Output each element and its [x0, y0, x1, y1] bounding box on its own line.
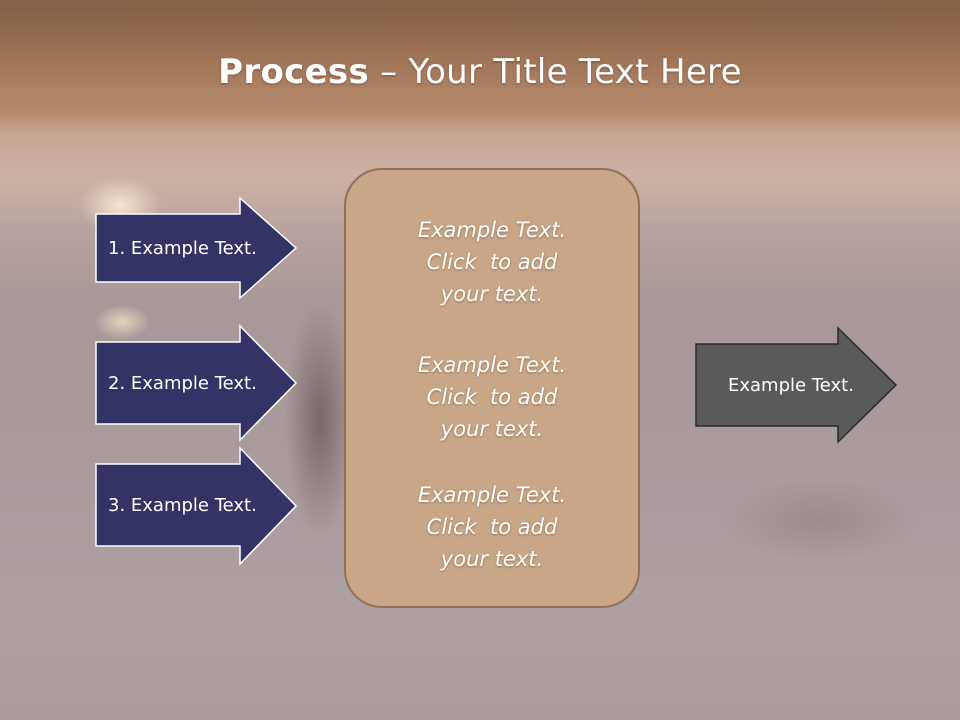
- process-arrow-2-label: 2. Example Text.: [108, 372, 257, 394]
- right-arrow-shape-icon: [695, 326, 898, 444]
- slide-title[interactable]: Process – Your Title Text Here: [0, 52, 960, 92]
- title-bold: Process: [218, 52, 370, 92]
- center-text-box[interactable]: Example Text. Click to add your text. Ex…: [344, 168, 640, 608]
- center-text-block-2[interactable]: Example Text. Click to add your text.: [346, 349, 638, 445]
- process-arrow-2[interactable]: 2. Example Text.: [94, 324, 300, 442]
- title-banner: [0, 0, 960, 128]
- process-arrow-3[interactable]: 3. Example Text.: [94, 446, 300, 566]
- right-arrow-shape-icon: [95, 446, 298, 566]
- right-arrow-shape-icon: [95, 324, 298, 442]
- right-arrow-shape-icon: [95, 196, 298, 300]
- center-text-line: Click to add: [426, 250, 558, 274]
- center-text-line: your text.: [440, 547, 544, 571]
- center-text-line: Click to add: [426, 385, 558, 409]
- output-arrow-label: Example Text.: [728, 374, 854, 396]
- center-text-line: Example Text.: [417, 483, 567, 507]
- process-arrow-3-label: 3. Example Text.: [108, 494, 257, 516]
- center-text-block-1[interactable]: Example Text. Click to add your text.: [346, 214, 638, 310]
- process-arrow-1[interactable]: 1. Example Text.: [94, 196, 300, 300]
- process-arrow-1-label: 1. Example Text.: [108, 237, 257, 259]
- center-text-line: your text.: [440, 282, 544, 306]
- title-rest: – Your Title Text Here: [369, 52, 742, 92]
- center-text-line: Example Text.: [417, 353, 567, 377]
- center-text-line: Example Text.: [417, 218, 567, 242]
- center-text-line: Click to add: [426, 515, 558, 539]
- center-text-line: your text.: [440, 417, 544, 441]
- output-arrow[interactable]: Example Text.: [694, 326, 900, 444]
- center-text-block-3[interactable]: Example Text. Click to add your text.: [346, 479, 638, 575]
